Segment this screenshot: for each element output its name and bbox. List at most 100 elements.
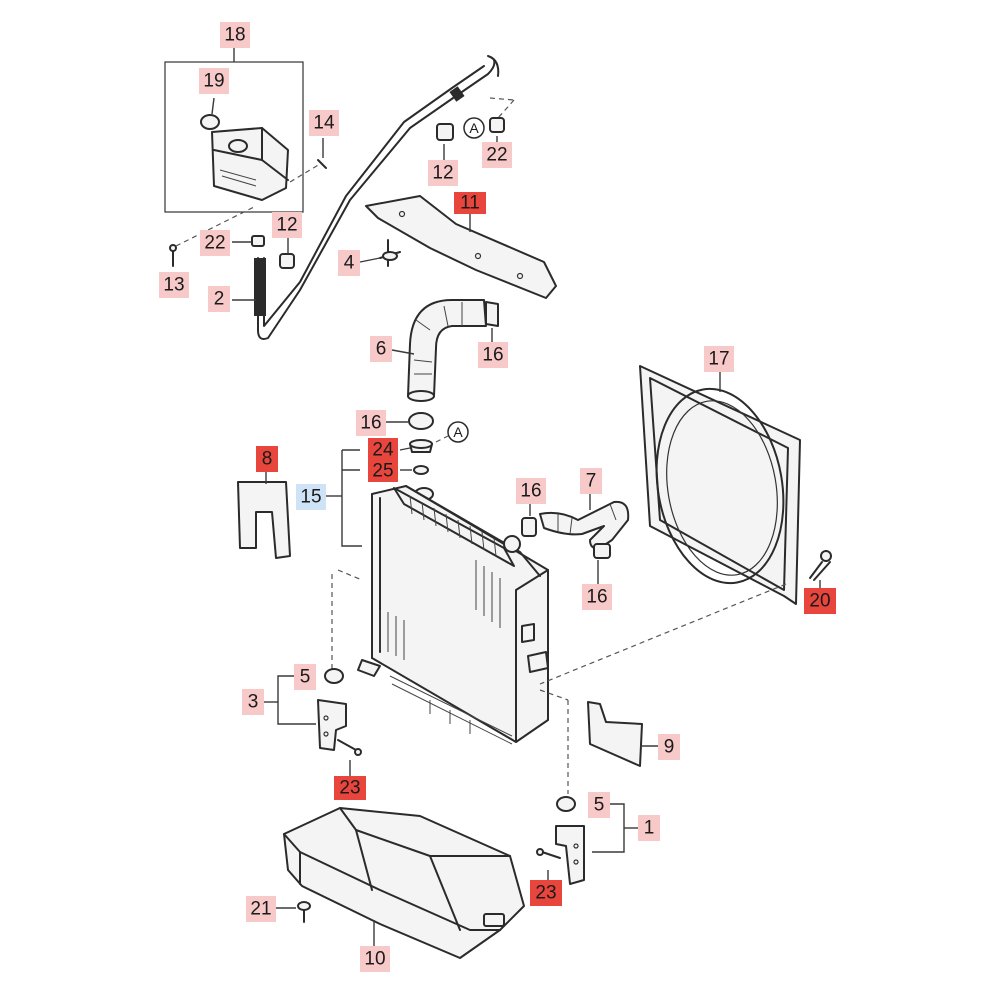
- left-mount-assembly: [264, 569, 363, 776]
- svg-text:3: 3: [248, 692, 259, 713]
- hose-clamp-16-top: [485, 301, 499, 344]
- radiator-cap-24: [409, 439, 433, 453]
- overflow-hose: [232, 55, 500, 340]
- callout-3: 3: [242, 689, 264, 715]
- svg-text:20: 20: [809, 591, 830, 612]
- callout-labels: 18 19 14 12 22 11 22 12 13 4 2 6 16 17 1…: [159, 22, 836, 972]
- svg-text:12: 12: [276, 215, 297, 236]
- callout-15: 15: [296, 484, 326, 510]
- svg-text:23: 23: [339, 778, 360, 799]
- callout-16-lower: 16: [582, 584, 612, 610]
- clamp-12-upper: [436, 123, 454, 160]
- svg-text:1: 1: [644, 818, 655, 839]
- reservoir-assembly-frame: [164, 48, 304, 213]
- svg-text:9: 9: [664, 737, 675, 758]
- bolt-4: [359, 239, 401, 267]
- svg-text:17: 17: [708, 349, 729, 370]
- svg-text:10: 10: [364, 949, 385, 970]
- callout-10: 10: [360, 946, 390, 972]
- coolant-reservoir-tank: [211, 127, 289, 201]
- hose-clamp-16-upper-outlet: [386, 412, 434, 430]
- callout-2: 2: [208, 286, 230, 312]
- callout-16-top: 16: [478, 342, 508, 368]
- svg-text:5: 5: [300, 667, 311, 688]
- radiator-core: [357, 485, 549, 745]
- svg-text:16: 16: [586, 587, 607, 608]
- cover-bolt-21: [276, 901, 311, 923]
- callout-25: 25: [368, 460, 398, 482]
- callout-16-inlet: 16: [516, 478, 546, 504]
- callout-7: 7: [580, 468, 602, 494]
- upper-radiator-hose: [391, 299, 487, 402]
- callout-12-lower: 12: [272, 212, 302, 238]
- clamp-12-lower: [279, 238, 295, 269]
- callout-16-outlet: 16: [356, 410, 386, 436]
- svg-text:11: 11: [460, 193, 480, 214]
- callout-8: 8: [256, 446, 278, 472]
- svg-text:22: 22: [204, 233, 225, 254]
- svg-text:4: 4: [344, 253, 355, 274]
- under-cover-10: [283, 807, 525, 959]
- hose-clamp-16-lower-inlet: [521, 502, 537, 537]
- clip-22-lower: [232, 235, 265, 247]
- reservoir-bolt-14: [289, 138, 327, 183]
- callout-24: 24: [368, 438, 398, 462]
- callout-1: 1: [638, 815, 660, 841]
- callout-23-left: 23: [334, 776, 366, 800]
- svg-text:21: 21: [250, 899, 271, 920]
- callout-22-upper: 22: [482, 142, 512, 168]
- callout-9: 9: [658, 734, 680, 760]
- callout-19: 19: [199, 68, 229, 94]
- callout-20: 20: [804, 588, 836, 614]
- seal-plate-9: [587, 701, 658, 767]
- callout-6: 6: [370, 336, 392, 362]
- reference-mark-a-upper-label: A: [469, 120, 479, 136]
- callout-11: 11: [454, 192, 486, 214]
- svg-text:14: 14: [313, 113, 335, 134]
- hose-clamp-16-lower-outlet: [593, 543, 611, 584]
- svg-text:16: 16: [520, 481, 541, 502]
- lower-radiator-hose: [539, 488, 630, 550]
- reservoir-bolt-13: [169, 205, 257, 267]
- assembly-bracket-15: [326, 447, 412, 547]
- callout-18: 18: [220, 22, 250, 48]
- reference-a-lower: [435, 435, 449, 443]
- svg-text:6: 6: [376, 339, 387, 360]
- svg-text:23: 23: [535, 883, 556, 904]
- reference-mark-a-lower-label: A: [453, 424, 463, 440]
- callout-23-right: 23: [530, 880, 562, 906]
- svg-text:25: 25: [372, 461, 393, 482]
- reservoir-cap: [200, 97, 220, 130]
- svg-text:18: 18: [224, 25, 245, 46]
- svg-text:22: 22: [486, 145, 507, 166]
- callout-21: 21: [246, 896, 276, 922]
- clip-22-upper: [489, 97, 515, 142]
- callout-17: 17: [704, 346, 734, 372]
- callout-5-left: 5: [294, 664, 316, 690]
- svg-text:12: 12: [432, 163, 453, 184]
- fan-shroud-17: [639, 365, 801, 605]
- callout-12-upper: 12: [428, 160, 458, 186]
- seal-plate-8: [237, 472, 291, 559]
- svg-text:16: 16: [482, 345, 503, 366]
- reference-mark-a-upper: A: [463, 117, 485, 139]
- reference-mark-a-lower: A: [447, 421, 469, 443]
- svg-text:24: 24: [372, 440, 394, 461]
- svg-text:13: 13: [163, 275, 184, 296]
- upper-bracket-11: [365, 195, 557, 299]
- right-mount-assembly: [536, 689, 638, 885]
- callout-4: 4: [338, 250, 360, 276]
- seal-25: [413, 465, 429, 475]
- callout-13: 13: [159, 272, 189, 298]
- svg-text:7: 7: [586, 471, 597, 492]
- callout-5-right: 5: [588, 792, 610, 818]
- svg-text:2: 2: [214, 289, 225, 310]
- svg-text:16: 16: [360, 413, 381, 434]
- svg-text:5: 5: [594, 795, 605, 816]
- svg-text:8: 8: [262, 449, 273, 470]
- svg-text:15: 15: [300, 487, 321, 508]
- svg-text:19: 19: [203, 71, 224, 92]
- callout-22-lower: 22: [200, 230, 230, 256]
- callout-14: 14: [309, 110, 339, 136]
